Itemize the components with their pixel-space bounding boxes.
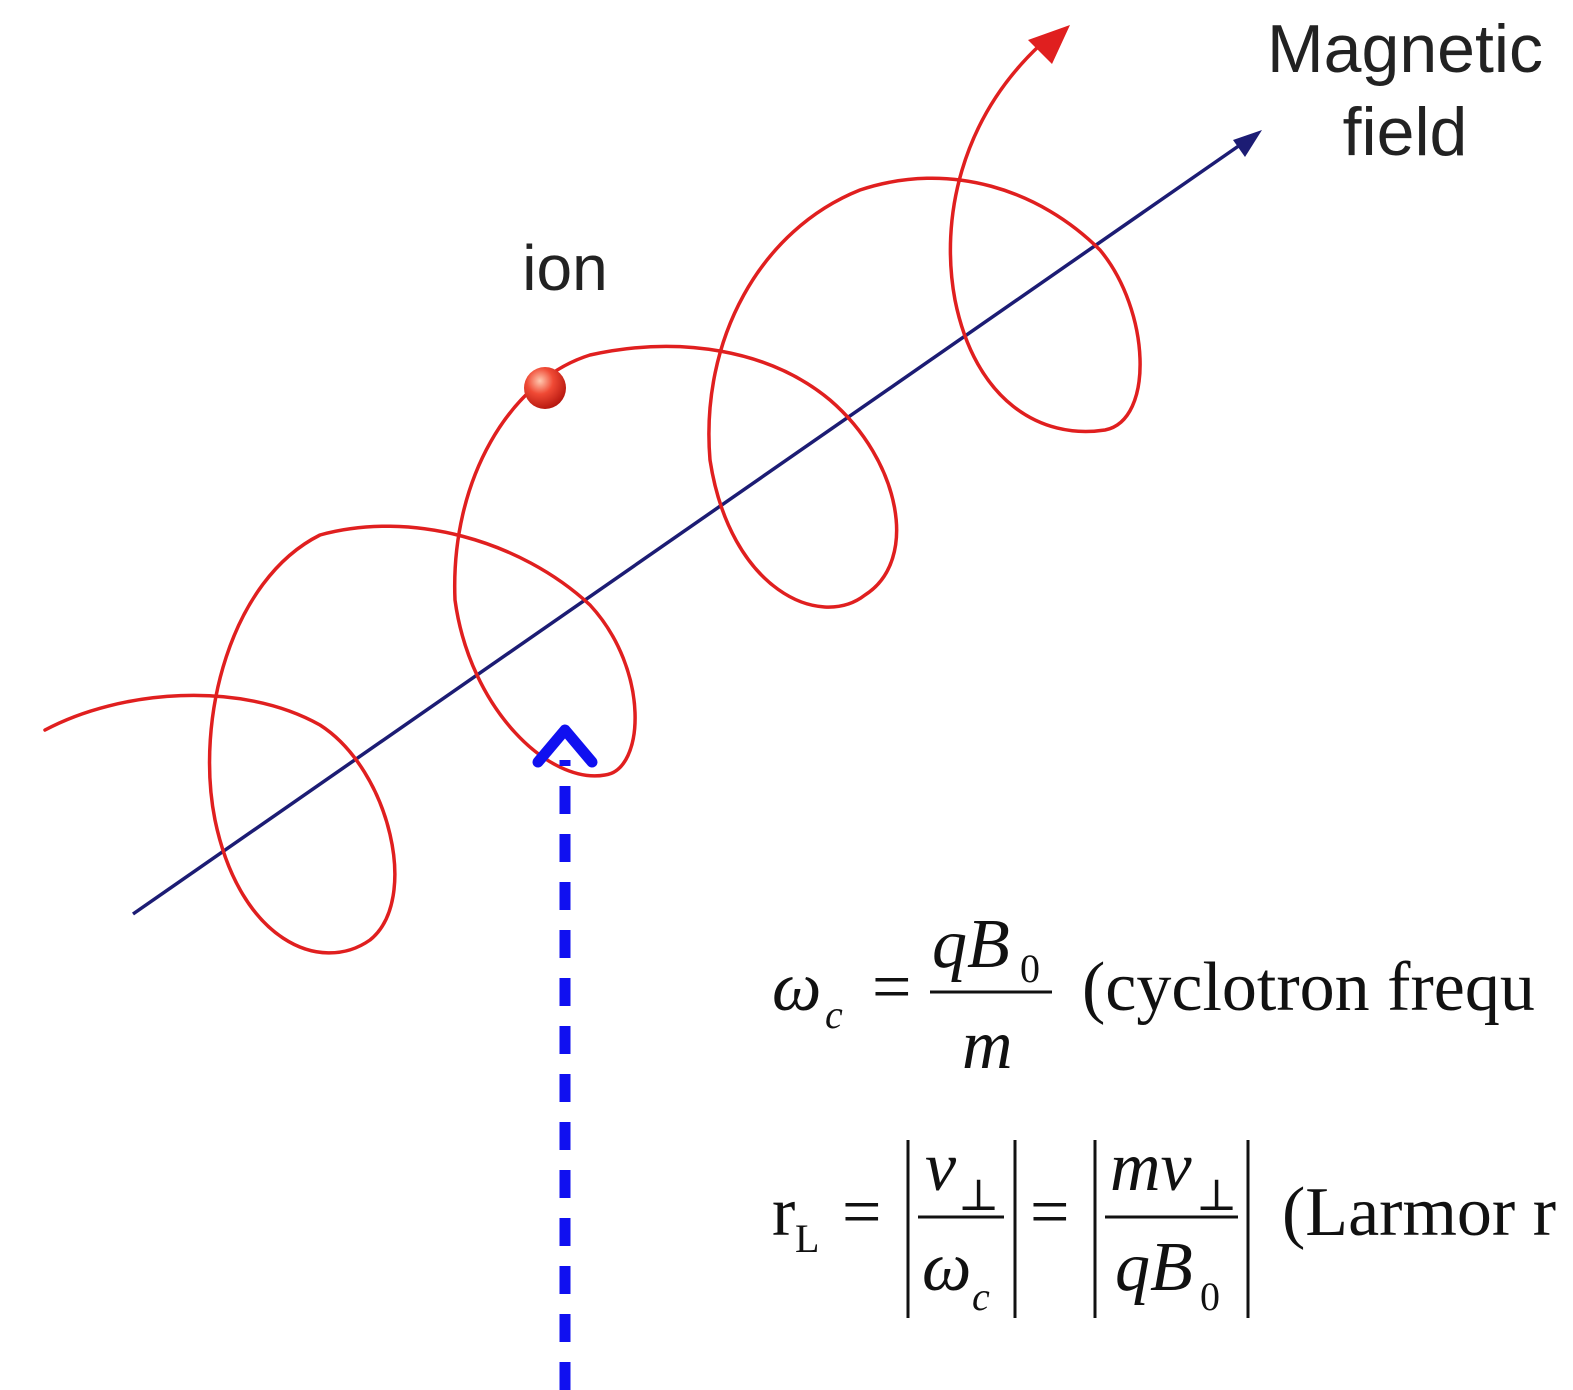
helix-trajectory [43, 43, 1142, 955]
cyclotron-note: (cyclotron frequ [1082, 949, 1535, 1026]
ion-label: ion [522, 232, 607, 304]
cyclotron-numerator-subscript: 0 [1020, 946, 1040, 991]
larmor-equals-1: = [842, 1174, 881, 1251]
cyclotron-numerator: qB [932, 906, 1010, 983]
cyclotron-denominator: m [962, 1007, 1013, 1084]
q-b0-subscript: 0 [1200, 1274, 1220, 1319]
cyclotron-equation: ω c = qB 0 m (cyclotron frequ [772, 906, 1535, 1084]
v-perp: v [925, 1129, 957, 1206]
cyclotron-equals: = [872, 949, 911, 1026]
trajectory-arrowhead [1028, 25, 1070, 64]
dashed-pointer-arrowhead [532, 724, 598, 768]
m-v-perp: mv [1110, 1129, 1193, 1206]
omega-symbol: ω [772, 949, 821, 1026]
omega-c-subscript: c [972, 1274, 990, 1319]
larmor-equals-2: = [1030, 1174, 1069, 1251]
larmor-note: (Larmor r [1282, 1174, 1556, 1251]
magnetic-field-label-line2: field [1343, 94, 1468, 170]
r-symbol: r [772, 1174, 795, 1251]
omega-subscript: c [825, 992, 843, 1037]
omega-c: ω [922, 1229, 971, 1306]
q-b0: qB [1115, 1229, 1193, 1306]
m-v-perp-subscript: ⊥ [1196, 1171, 1237, 1220]
ion-particle [524, 367, 566, 409]
magnetic-field-line [132, 143, 1241, 916]
v-perp-subscript: ⊥ [958, 1171, 999, 1220]
r-subscript: L [795, 1216, 819, 1261]
larmor-equation: r L = v ⊥ ω c = mv ⊥ qB 0 (Larmor r [772, 1129, 1556, 1319]
magnetic-field-label-line1: Magnetic [1267, 11, 1543, 87]
field-arrowhead [1233, 130, 1262, 157]
